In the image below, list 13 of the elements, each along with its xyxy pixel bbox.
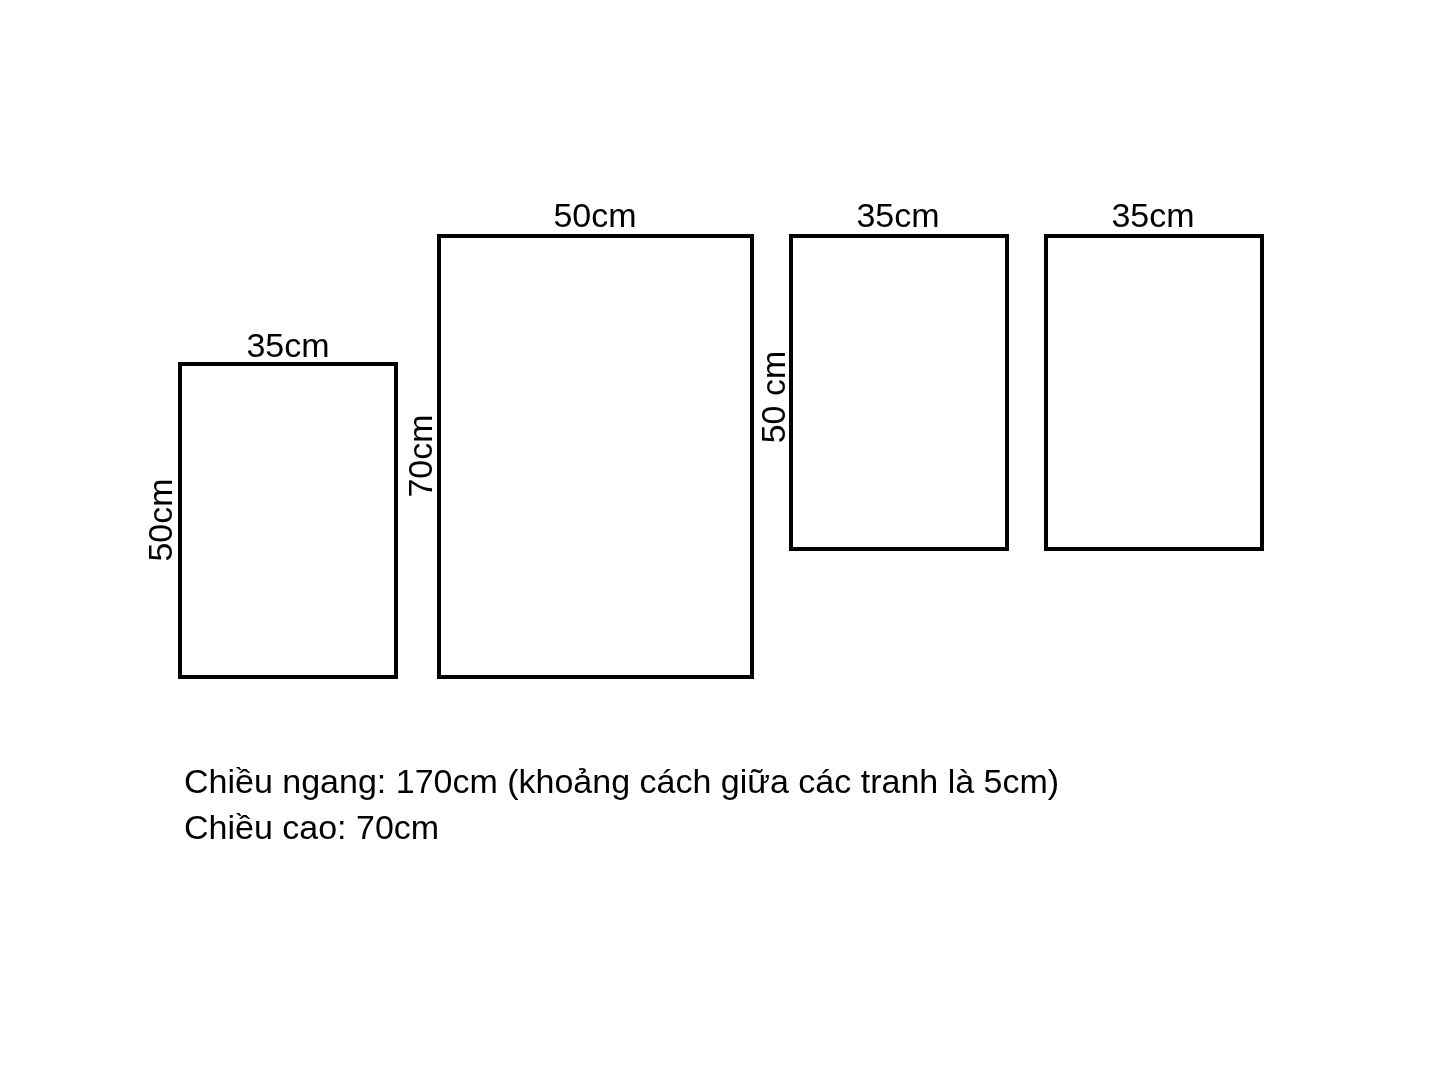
- dimension-label: 70cm: [403, 414, 437, 498]
- canvas-frame: [789, 234, 1009, 551]
- dimension-label: 35cm: [246, 328, 330, 362]
- note-text: Chiều ngang: 170cm (khoảng cách giữa các tranh là 5cm): [184, 762, 1060, 802]
- dimension-label: 50cm: [143, 478, 177, 562]
- note-text: Chiều cao: 70cm: [184, 808, 440, 848]
- dimension-label: 35cm: [1111, 198, 1195, 232]
- canvas-frame: [1044, 234, 1264, 551]
- dimension-label: 50cm: [553, 198, 637, 232]
- canvas-frame: [437, 234, 754, 679]
- dimension-label: 35cm: [856, 198, 940, 232]
- canvas-frame: [178, 362, 398, 679]
- dimension-label: 50 cm: [756, 350, 790, 444]
